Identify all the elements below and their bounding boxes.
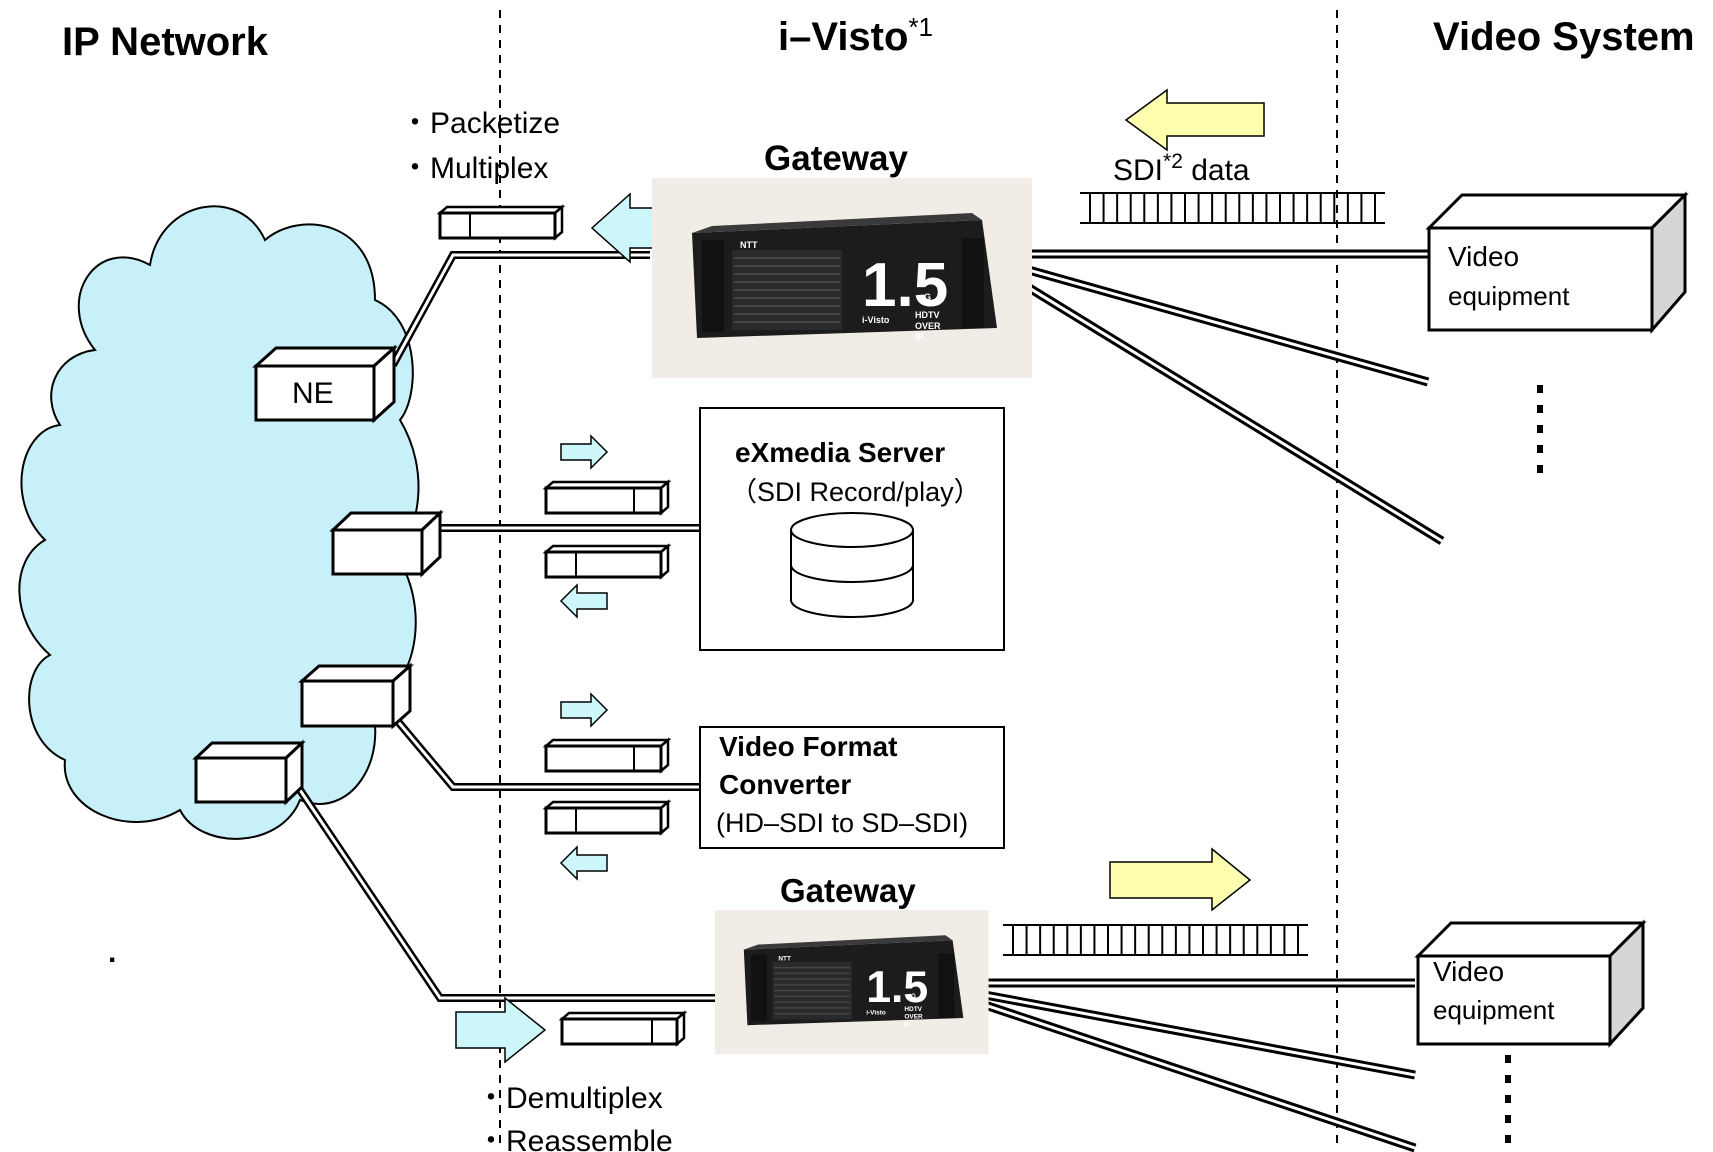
device-model-suffix: G xyxy=(911,993,916,1000)
sdi-data-stream-top xyxy=(1080,192,1385,224)
packet-box xyxy=(558,1010,688,1047)
video-cables-bottom xyxy=(983,978,1417,1152)
device-caption-1: HDTV xyxy=(904,1006,922,1013)
network-cables xyxy=(296,251,715,1002)
packet-box xyxy=(436,204,566,241)
packet-box xyxy=(542,799,672,836)
converter-line3: (HD–SDI to SD–SDI) xyxy=(716,808,968,838)
exmedia-server-box: eXmedia Server （SDI Record/play） xyxy=(699,407,1005,651)
arrow-right-cyan xyxy=(560,692,609,728)
packet-box xyxy=(542,543,672,580)
header-ivisto: i–Visto*1 xyxy=(778,12,933,59)
device-brand: i-Visto xyxy=(862,315,890,325)
arrow-right-yellow xyxy=(1109,847,1252,912)
arrow-left-yellow xyxy=(1124,88,1265,152)
gateway-label-top: Gateway xyxy=(764,139,908,178)
network-node-box xyxy=(192,739,306,806)
step-reassemble: ・Reassemble xyxy=(476,1125,673,1152)
step-demultiplex: ・Demultiplex xyxy=(476,1082,663,1115)
gateway-label-bottom: Gateway xyxy=(780,872,916,909)
equipment-label-line2: equipment xyxy=(1433,995,1555,1025)
arrow-left-cyan xyxy=(559,845,608,881)
video-equipment-top: Video equipment xyxy=(1425,191,1689,335)
header-video-system: Video System xyxy=(1433,15,1695,59)
device-caption-3: IP xyxy=(915,332,924,342)
packet-box xyxy=(542,737,672,774)
equipment-label-line2: equipment xyxy=(1448,281,1570,311)
sdi-data-label: SDI*2 data xyxy=(1113,150,1250,187)
video-cables-top xyxy=(997,249,1445,545)
arrow-left-cyan xyxy=(559,583,608,619)
converter-line2: Converter xyxy=(719,769,851,800)
step-multiplex: ・Multiplex xyxy=(400,152,548,185)
ne-box: NE xyxy=(252,344,398,424)
ne-label: NE xyxy=(292,377,334,410)
device-brand: i-Visto xyxy=(866,1009,886,1016)
server-title: eXmedia Server xyxy=(735,437,945,468)
device-maker: NTT xyxy=(778,955,791,962)
device-caption-2: OVER xyxy=(904,1014,923,1021)
device-caption-1: HDTV xyxy=(915,310,940,320)
network-node-box xyxy=(329,509,444,578)
step-packetize: ・Packetize xyxy=(400,107,560,140)
device-caption-3: IP xyxy=(904,1022,911,1029)
database-icon xyxy=(790,512,914,618)
device-caption-2: OVER xyxy=(915,321,941,331)
gateway-device-top: 1.5 G i-Visto HDTV OVER IP NTT xyxy=(651,177,1033,379)
equipment-label-line1: Video xyxy=(1433,956,1504,987)
device-model-number: 1.5 xyxy=(866,963,928,1012)
server-subtitle: （SDI Record/play） xyxy=(730,477,981,507)
device-model-suffix: G xyxy=(924,292,931,302)
device-maker: NTT xyxy=(740,240,758,250)
sdi-data-stream-bottom xyxy=(1003,924,1308,956)
arrow-right-cyan xyxy=(560,434,609,470)
converter-line1: Video Format xyxy=(719,731,897,762)
arrow-right-cyan xyxy=(455,996,547,1064)
video-equipment-bottom: Video equipment xyxy=(1414,919,1647,1048)
stray-dot: . xyxy=(108,936,116,969)
video-format-converter-box: Video Format Converter (HD–SDI to SD–SDI… xyxy=(699,726,1005,849)
network-node-box xyxy=(298,662,414,730)
equipment-label-line1: Video xyxy=(1448,241,1519,272)
gateway-device-bottom: 1.5 G i-Visto HDTV OVER IP NTT xyxy=(714,909,990,1055)
packet-box xyxy=(542,479,672,516)
device-model-number: 1.5 xyxy=(862,251,948,320)
header-ip-network: IP Network xyxy=(62,20,269,64)
